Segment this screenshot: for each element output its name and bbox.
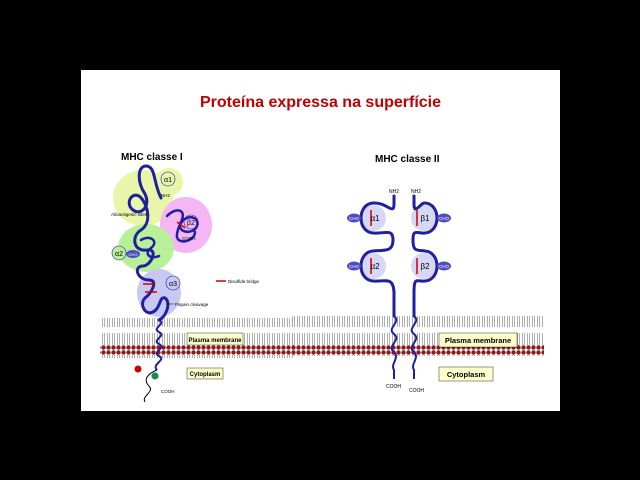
mhc2-beta-chain <box>411 194 439 318</box>
mhc2-cho-right-lower: CHO <box>439 264 449 269</box>
mhc2-beta1-label: β1 <box>420 214 430 223</box>
alpha3-domain-label: α3 <box>169 281 177 288</box>
mhc1-transmembrane-segment <box>154 319 163 371</box>
mhc2-beta-transmembrane <box>410 315 418 379</box>
mhc1-title: MHC classe I <box>121 152 183 163</box>
mhc1-molecule: α1 β2 α2 α3 CHO Alloantig <box>100 164 294 403</box>
mhc-diagram: α1 β2 α2 α3 CHO Alloantig <box>100 164 544 403</box>
beta2-chain <box>165 209 199 243</box>
mhc2-cooh-left: COOH <box>386 384 401 390</box>
mhc2-alpha2-label: α2 <box>370 262 380 271</box>
mhc2-cho-left-upper: CHO <box>349 216 359 221</box>
mhc2-cooh-right: COOH <box>409 388 424 394</box>
papain-cleavage-label: Papain cleavage <box>175 302 209 307</box>
alpha2-fill <box>360 253 386 279</box>
slide-title: Proteína expressa na superfície <box>200 94 441 111</box>
beta2-domain-label: β2 <box>187 220 195 227</box>
mhc2-alpha1-label: α1 <box>370 214 380 223</box>
alpha1-fill <box>360 205 386 231</box>
mhc2-cytoplasm-label: Cytoplasm <box>447 370 486 379</box>
mhc1-cooh-lower-label: COOH <box>161 389 175 394</box>
mhc1-cytoplasmic-tail <box>143 369 158 403</box>
mhc1-alpha-chain <box>127 164 170 322</box>
alloantigenic-sites-label: Alloantigenic sites <box>111 212 148 217</box>
mhc1-plasma-membrane-label: Plasma membrane <box>188 338 242 344</box>
mhc2-plasma-membrane-label: Plasma membrane <box>445 336 511 345</box>
alpha2-blob <box>118 224 174 272</box>
alpha1-domain-label: α1 <box>164 177 172 184</box>
disulfide-bridge-label: Disulfide bridge <box>228 279 260 284</box>
mhc2-nh2-right: NH2 <box>411 189 421 195</box>
mhc2-nh2-left: NH2 <box>389 189 399 195</box>
mhc1-nh2-label: NH2 <box>161 193 170 198</box>
slide: Proteína expressa na superfície MHC clas… <box>81 70 560 411</box>
mhc2-alpha-transmembrane <box>390 315 398 379</box>
mhc1-cytoplasm-label: Cytoplasm <box>190 372 221 378</box>
mhc2-molecule: α1 β1 α2 β2 CHO CHO CHO CHO NH2 NH2 COOH… <box>292 189 544 394</box>
mhc2-cho-right-upper: CHO <box>439 216 449 221</box>
mhc1-alpha2-loop <box>139 236 161 259</box>
alpha2-domain-label: α2 <box>115 251 123 258</box>
mhc2-beta2-label: β2 <box>420 262 430 271</box>
mhc2-cho-left-lower: CHO <box>349 264 359 269</box>
mhc1-cooh-upper-label: COOH <box>182 236 196 241</box>
mhc2-title: MHC classe II <box>375 154 440 165</box>
mhc2-alpha-chain <box>359 194 396 318</box>
mhc1-cho-label: CHO <box>129 252 138 257</box>
